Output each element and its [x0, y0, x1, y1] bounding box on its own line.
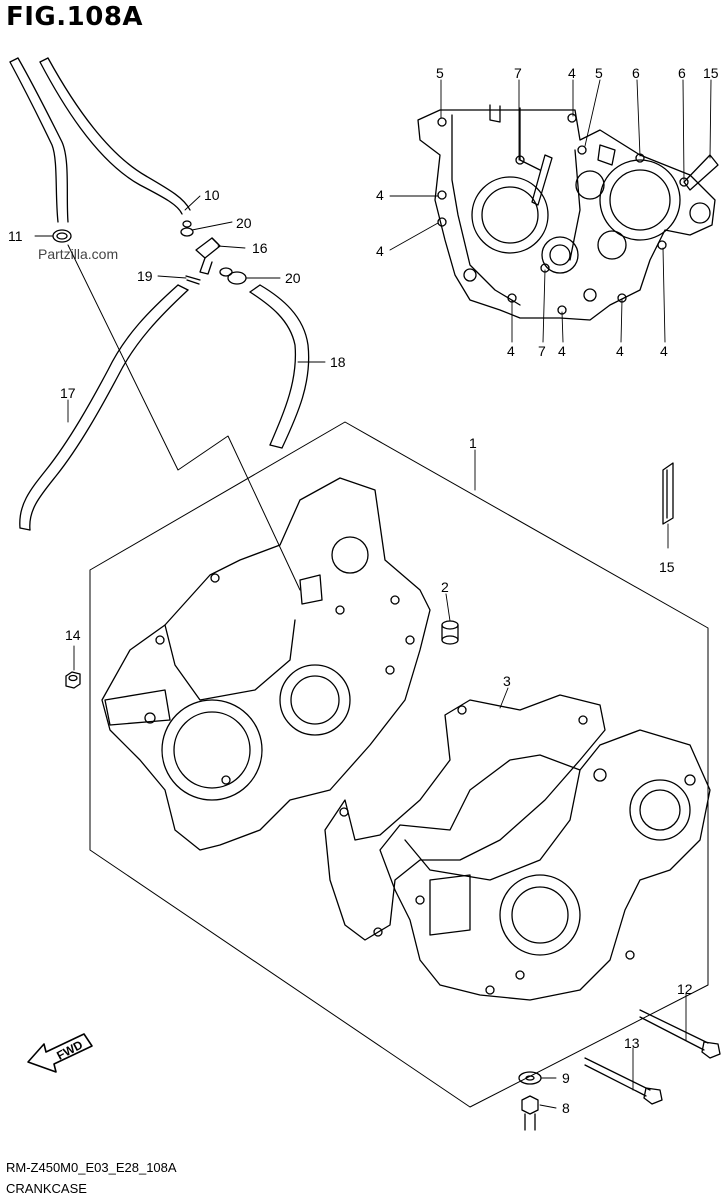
callout-5: 5 [595, 65, 603, 81]
callout-14: 14 [65, 627, 81, 643]
bolt-8 [521, 1095, 539, 1131]
exploded-view-boundary [89, 421, 709, 1108]
callout-13: 13 [624, 1035, 640, 1051]
callout-19: 19 [137, 268, 153, 284]
callout-6: 6 [632, 65, 640, 81]
joint-16 [195, 237, 221, 275]
washer-9 [518, 1071, 542, 1085]
gasket-3 [324, 694, 606, 941]
routing-line [67, 244, 301, 591]
callout-9: 9 [562, 1070, 570, 1086]
callout-4: 4 [558, 343, 566, 359]
callout-8: 8 [562, 1100, 570, 1116]
clamp-20-bottom [219, 267, 247, 285]
bolt-13 [584, 1057, 663, 1105]
fwd-arrow [27, 1033, 93, 1073]
callout-20: 20 [236, 215, 252, 231]
callout-5: 5 [436, 65, 444, 81]
callout-4: 4 [376, 243, 384, 259]
right-crankcase-half [379, 729, 711, 1001]
callout-3: 3 [503, 673, 511, 689]
hose-17 [19, 284, 189, 531]
callout-2: 2 [441, 579, 449, 595]
watermark: Partzilla.com [38, 246, 119, 262]
callout-7: 7 [514, 65, 522, 81]
nut-14 [65, 671, 81, 689]
callout-17: 17 [60, 385, 76, 401]
clip-15 [662, 462, 674, 525]
callout-20: 20 [285, 270, 301, 286]
clamp-20-top [180, 220, 194, 237]
callout-16: 16 [252, 240, 268, 256]
dowel-pin-2 [441, 620, 459, 645]
assembled-crankcase-view [417, 104, 719, 321]
callout-10: 10 [204, 187, 220, 203]
callout-4: 4 [660, 343, 668, 359]
hose-18 [249, 284, 310, 449]
callout-1: 1 [469, 435, 477, 451]
figure-caption: CRANKCASE [6, 1181, 87, 1196]
figure-code: RM-Z450M0_E03_E28_108A [6, 1160, 177, 1175]
callout-7: 7 [538, 343, 546, 359]
hose-10 [9, 57, 191, 223]
callout-12: 12 [677, 981, 693, 997]
bolt-12 [639, 1009, 721, 1059]
clip-19 [185, 275, 201, 285]
figure-title: FIG.108A [6, 2, 144, 32]
fwd-label: FWD [54, 1037, 85, 1062]
callout-6: 6 [678, 65, 686, 81]
leader-lines [34, 79, 712, 1109]
left-crankcase-half [101, 477, 431, 851]
clamp-11 [52, 229, 72, 243]
callout-4: 4 [568, 65, 576, 81]
callout-18: 18 [330, 354, 346, 370]
callout-15: 15 [703, 65, 719, 81]
callout-4: 4 [616, 343, 624, 359]
callout-11: 11 [8, 228, 23, 244]
callout-labels: 1 2 3 4 4 4 4 4 4 4 4 5 5 6 6 7 7 8 9 10… [8, 65, 719, 1116]
callout-15: 15 [659, 559, 675, 575]
callout-4: 4 [507, 343, 515, 359]
callout-4: 4 [376, 187, 384, 203]
